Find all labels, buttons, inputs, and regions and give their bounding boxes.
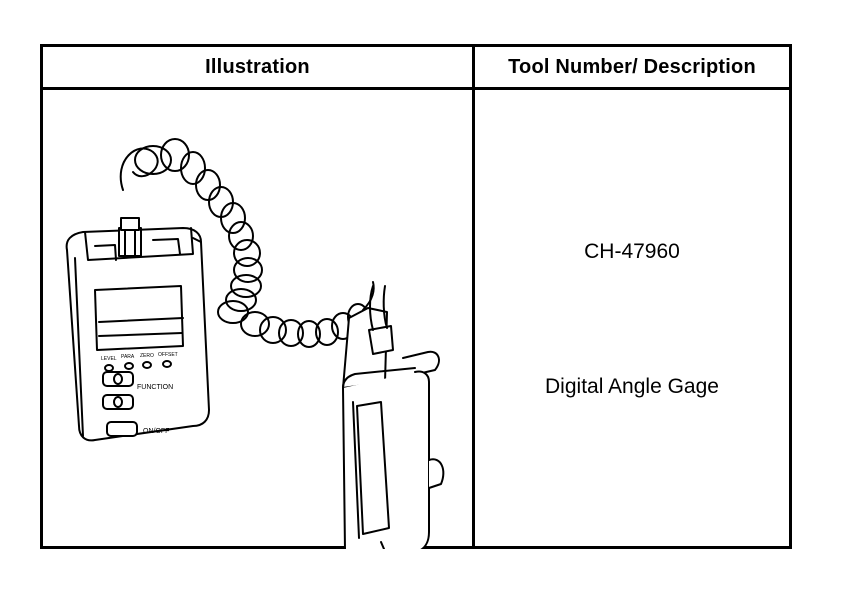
meter-label-offset: OFFSET <box>158 352 178 358</box>
description-cell: CH-47960 Digital Angle Gage <box>475 90 789 546</box>
meter-label-para: PARA <box>121 354 135 360</box>
function-label: FUNCTION <box>137 384 173 391</box>
meter-label-zero: ZERO <box>140 353 154 359</box>
coiled-cord <box>119 138 375 348</box>
meter-body <box>65 217 210 442</box>
tool-number: CH-47960 <box>584 240 680 263</box>
illustration-cell: LEVEL PARA ZERO OFFSET FUNCTION ON/OFF <box>43 90 472 565</box>
digital-angle-gage-icon: LEVEL PARA ZERO OFFSET FUNCTION ON/OFF <box>65 138 445 565</box>
tool-description-header: Tool Number/ Description <box>508 55 756 78</box>
sensor-module <box>342 285 445 565</box>
header-divider <box>43 87 789 90</box>
meter-label-level: LEVEL <box>101 356 117 362</box>
tool-table: Illustration Tool Number/ Description <box>40 44 792 565</box>
column-divider <box>472 47 475 546</box>
illustration-header: Illustration <box>205 55 310 78</box>
on-off-label: ON/OFF <box>143 428 169 435</box>
tool-description: Digital Angle Gage <box>545 375 719 398</box>
